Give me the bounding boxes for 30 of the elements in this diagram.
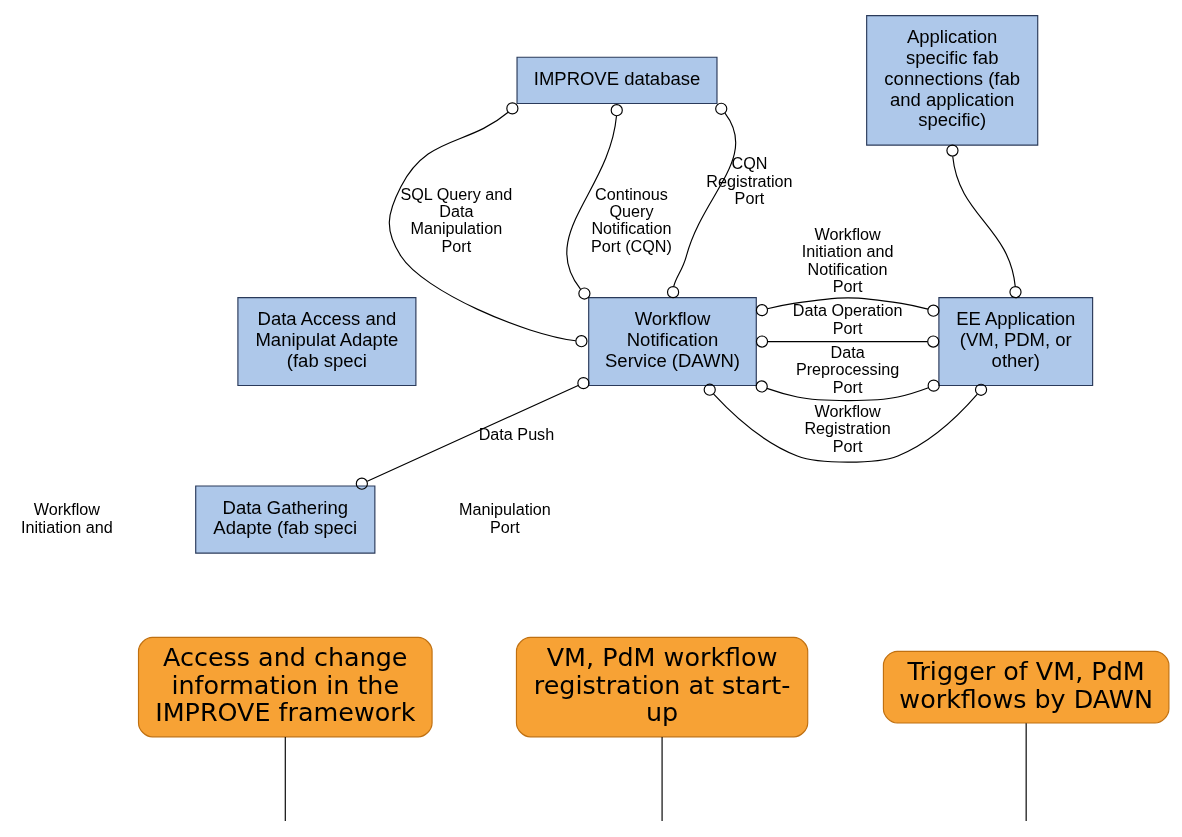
connector [661, 735, 663, 822]
connector [946, 144, 1022, 298]
connector [755, 379, 940, 401]
edge-label: Data Operation Port [792, 300, 903, 337]
connector [388, 101, 588, 347]
connector [666, 102, 737, 298]
node-box: Application specific fab connections (fab and application specific) [866, 14, 1039, 146]
edge-label: Workflow Initiation and Notification Port [801, 224, 894, 295]
node-box: Data Access and Manipulat Adapte (fab speci [237, 296, 417, 386]
connector [355, 376, 590, 490]
edge-label: Continous Query Notification Port (CQN) [591, 184, 672, 255]
node-box: IMPROVE database [516, 56, 718, 104]
edge-label: Data Push [478, 424, 555, 443]
edge-label: Data Preprocessing Port [795, 342, 900, 396]
connector [755, 334, 940, 348]
connector [703, 383, 988, 463]
connector [1025, 722, 1027, 822]
connector [566, 103, 623, 300]
node-box: VM, PdM workflow registration at start-up [515, 636, 809, 737]
node-box: Trigger of VM, PdM workflows by DAWN [882, 650, 1170, 724]
node-box: Workflow Notification Service (DAWN) [588, 296, 757, 386]
node-box: Access and change information in the IMPROVE framework [137, 636, 433, 737]
node-box: Data Gathering Adapte (fab speci [195, 484, 376, 554]
label: Manipulation Port [459, 499, 551, 535]
connector [284, 735, 286, 822]
label: Workflow Initiation and [20, 499, 113, 535]
node-box: EE Application (VM, PDM, or other) [938, 296, 1094, 386]
connector [755, 296, 940, 317]
edge-label: SQL Query and Data Manipulation Port [400, 184, 513, 255]
edge-label: Workflow Registration Port [804, 401, 891, 455]
